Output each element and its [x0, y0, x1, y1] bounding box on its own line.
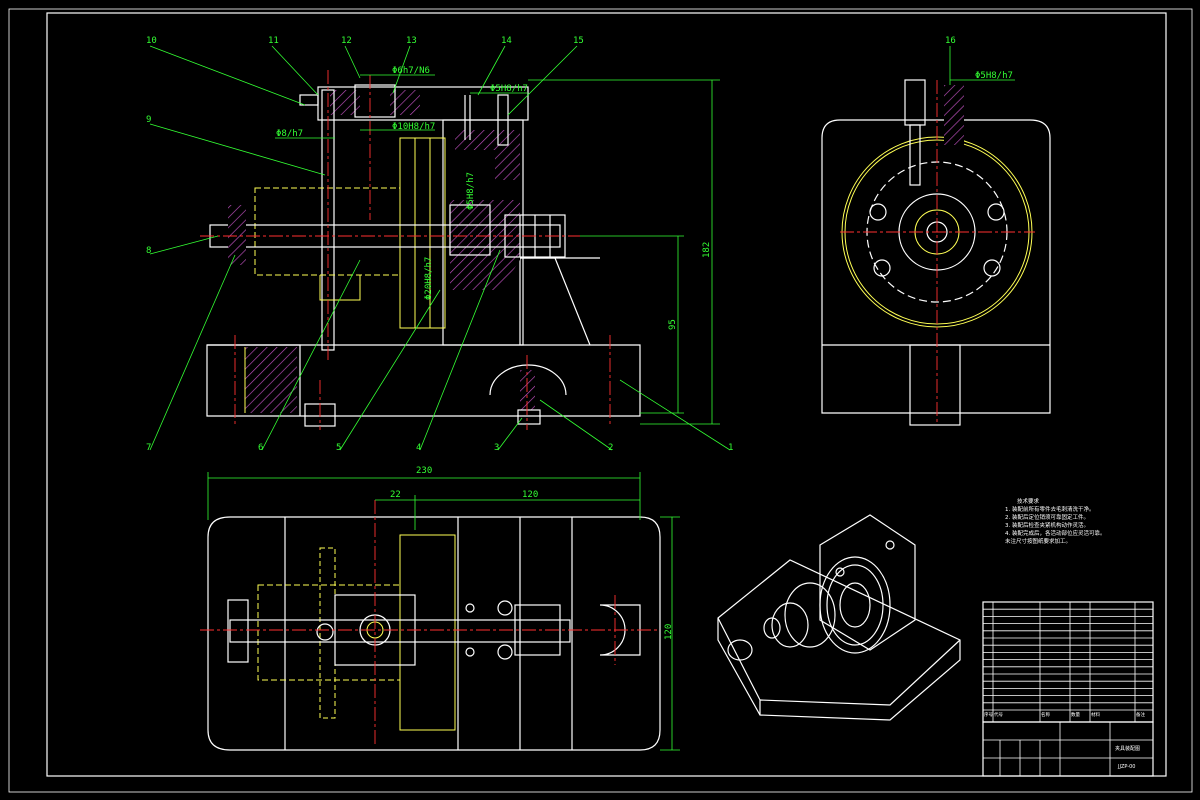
top-view-dimensions: [207, 472, 680, 751]
drawing-frame-inner: [46, 12, 1167, 777]
isometric-view: [717, 514, 961, 721]
front-view-dimensions: [275, 74, 720, 425]
front-view: [200, 70, 641, 430]
balloon-leaders: [149, 45, 951, 451]
title-block: [982, 721, 1154, 777]
drawing-frame-outer: [8, 8, 1193, 793]
top-view: [200, 500, 661, 751]
bom-table: [982, 601, 1154, 723]
side-view: [821, 79, 1051, 426]
